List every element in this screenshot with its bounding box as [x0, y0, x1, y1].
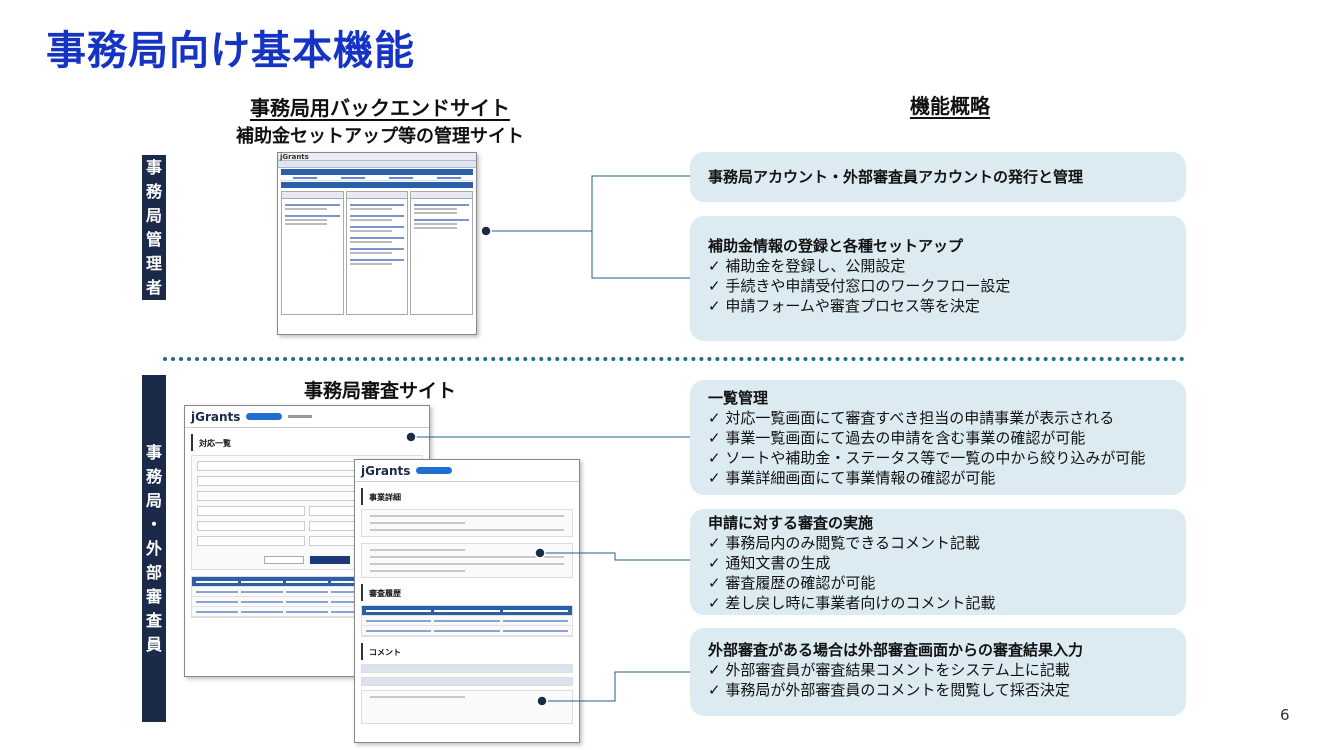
panel-subsidy-setup: 補助金情報の登録と各種セットアップ ✓ 補助金を登録し、公開設定 ✓ 手続きや申… — [690, 216, 1186, 341]
list-item: ✓ ソートや補助金・ステータス等で一覧の中から絞り込みが可能 — [708, 449, 1146, 467]
admin-section-label: 事務局管理者 — [142, 155, 166, 300]
panel-review-execution: 申請に対する審査の実施 ✓ 事務局内のみ閲覧できるコメント記載 ✓ 通知文書の生… — [690, 509, 1186, 615]
list-item: ✓ 通知文書の生成 — [708, 554, 831, 572]
backend-site-title: 事務局用バックエンドサイト — [250, 96, 510, 120]
panel-heading: 一覧管理 — [708, 389, 769, 407]
list-logo: jGrants — [191, 409, 241, 424]
history-section-title: 審査履歴 — [361, 584, 579, 601]
panel-list-management: 一覧管理 ✓ 対応一覧画面にて審査すべき担当の申請事業が表示される ✓ 事業一覧… — [690, 380, 1186, 495]
review-site-title: 事務局審査サイト — [303, 380, 456, 402]
backend-screenshot: jGrants — [277, 152, 477, 335]
panel-heading: 外部審査がある場合は外部審査画面からの審査結果入力 — [708, 641, 1084, 659]
page-number: 6 — [1280, 706, 1290, 724]
list-item: ✓ 事務局内のみ閲覧できるコメント記載 — [708, 534, 981, 552]
list-item: ✓ 事業詳細画面にて事業情報の確認が可能 — [708, 469, 996, 487]
list-item: ✓ 申請フォームや審査プロセス等を決定 — [708, 297, 980, 315]
panel-account-management: 事務局アカウント・外部審査員アカウントの発行と管理 — [690, 152, 1186, 202]
panel-external-review: 外部審査がある場合は外部審査画面からの審査結果入力 ✓ 外部審査員が審査結果コメ… — [690, 628, 1186, 716]
panel-heading: 申請に対する審査の実施 — [708, 514, 874, 532]
list-section-title: 対応一覧 — [191, 434, 429, 451]
backend-site-subtitle: 補助金セットアップ等の管理サイト — [236, 126, 524, 147]
review-detail-screenshot: jGrants 事業詳細 審査履歴 コメント — [354, 459, 580, 743]
panel-heading: 補助金情報の登録と各種セットアップ — [708, 237, 964, 255]
comment-section-title: コメント — [361, 643, 579, 660]
list-item: ✓ 補助金を登録し、公開設定 — [708, 257, 906, 275]
backend-logo: jGrants — [280, 152, 309, 161]
list-item: ✓ 手続きや申請受付窓口のワークフロー設定 — [708, 277, 1011, 295]
page-title: 事務局向け基本機能 — [46, 28, 415, 74]
detail-logo: jGrants — [361, 463, 411, 478]
list-item: ✓ 外部審査員が審査結果コメントをシステム上に記載 — [708, 661, 1070, 679]
detail-section-title: 事業詳細 — [361, 488, 579, 505]
panel-heading: 事務局アカウント・外部審査員アカウントの発行と管理 — [708, 168, 1084, 186]
review-section-label: 事務局・外部審査員 — [142, 375, 166, 722]
overview-title: 機能概略 — [910, 94, 990, 118]
list-item: ✓ 差し戻し時に事業者向けのコメント記載 — [708, 594, 996, 612]
section-divider — [163, 357, 1185, 361]
list-item: ✓ 審査履歴の確認が可能 — [708, 574, 876, 592]
list-item: ✓ 対応一覧画面にて審査すべき担当の申請事業が表示される — [708, 409, 1115, 427]
list-item: ✓ 事業一覧画面にて過去の申請を含む事業の確認が可能 — [708, 429, 1086, 447]
list-item: ✓ 事務局が外部審査員のコメントを閲覧して採否決定 — [708, 681, 1070, 699]
